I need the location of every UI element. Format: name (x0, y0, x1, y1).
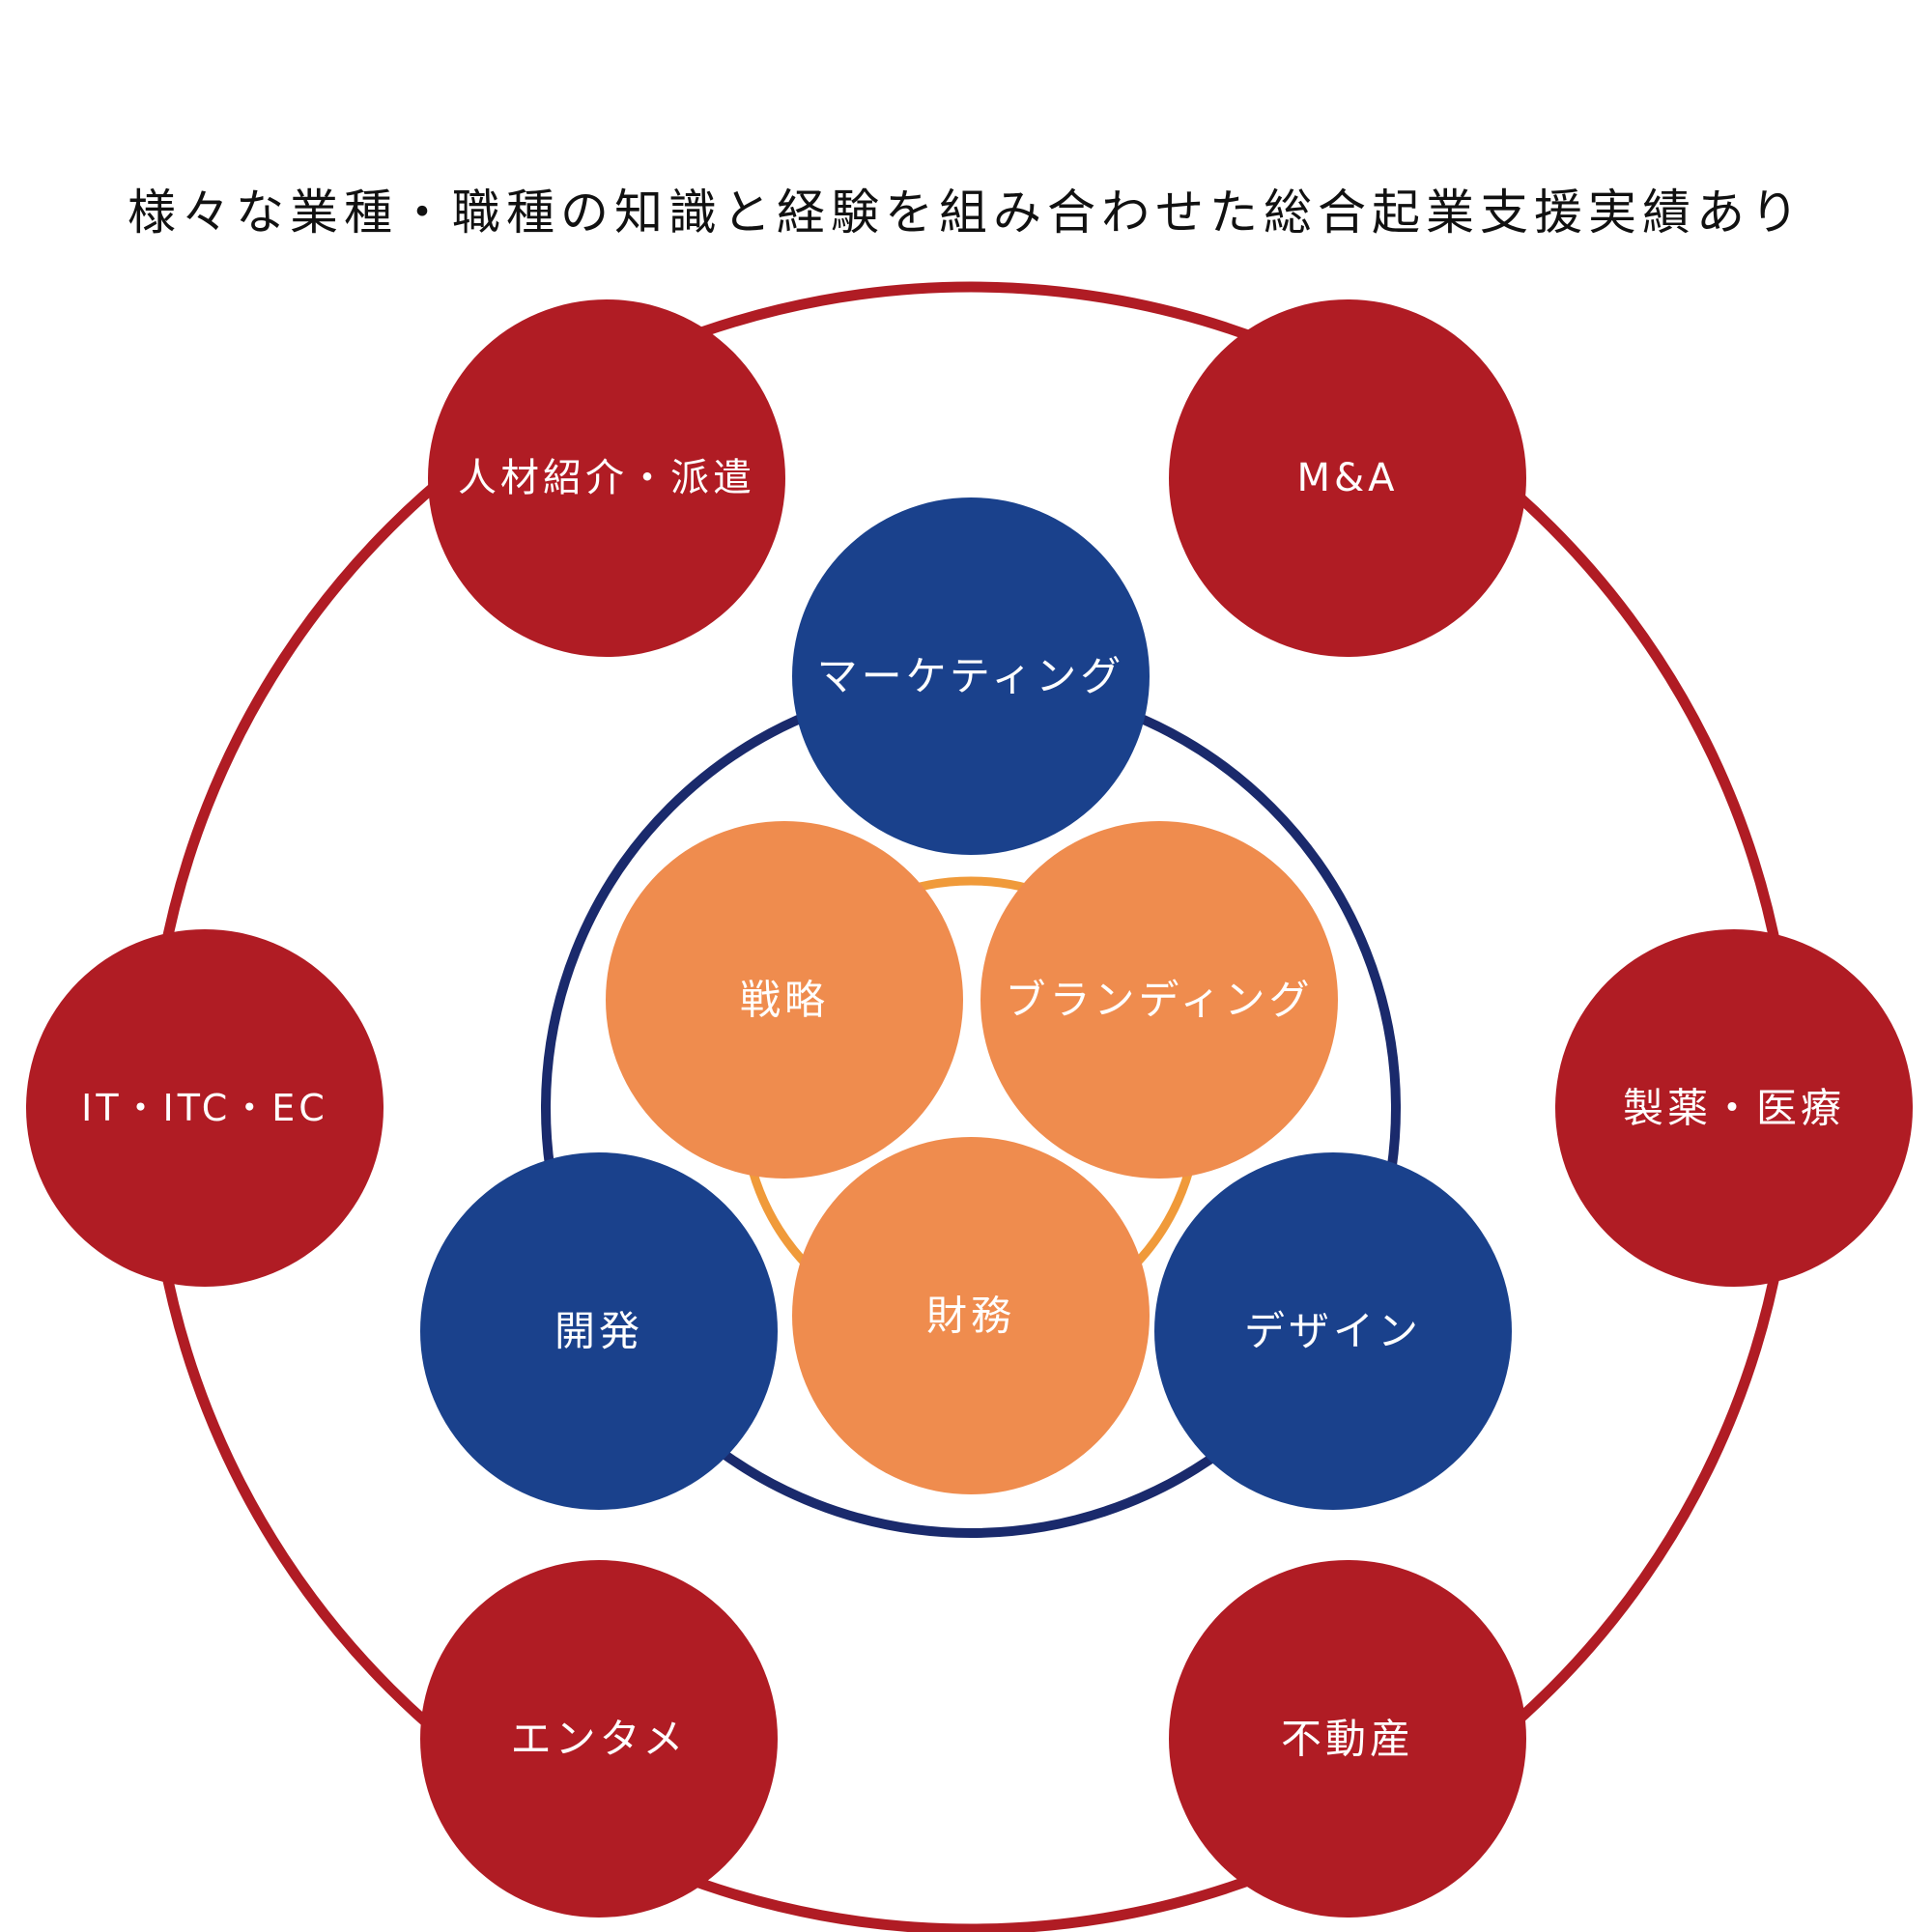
middle-node: 開発 (420, 1152, 778, 1510)
outer-circle (26, 929, 384, 1287)
inner-circle (980, 821, 1338, 1179)
inner-node: 財務 (792, 1137, 1150, 1494)
middle-circle (420, 1152, 778, 1510)
inner-label: 財務 (926, 1293, 1015, 1340)
outer-node: M&A (1169, 299, 1526, 657)
inner-label: ブランディング (1005, 977, 1313, 1024)
outer-label: エンタメ (511, 1716, 688, 1763)
outer-node: 製薬・医療 (1555, 929, 1913, 1287)
outer-node: 不動産 (1169, 1560, 1526, 1918)
middle-circle (1154, 1152, 1512, 1510)
outer-label: M&A (1296, 456, 1398, 500)
inner-circle (606, 821, 963, 1179)
outer-node: IT・ITC・EC (26, 929, 384, 1287)
outer-label: IT・ITC・EC (81, 1087, 328, 1129)
middle-node: マーケティング (792, 497, 1150, 855)
middle-label: マーケティング (817, 653, 1125, 700)
middle-node: デザイン (1154, 1152, 1512, 1510)
middle-label: 開発 (554, 1308, 643, 1355)
outer-node: 人材紹介・派遣 (428, 299, 785, 657)
outer-label: 製薬・医療 (1623, 1085, 1845, 1132)
outer-circle (1169, 299, 1526, 657)
outer-label: 人材紹介・派遣 (458, 456, 755, 500)
inner-node: 戦略 (606, 821, 963, 1179)
outer-circle (420, 1560, 778, 1918)
diagram-title: 様々な業種・職種の知識と経験を組み合わせた総合起業支援実績あり (128, 185, 1804, 241)
outer-circle (1169, 1560, 1526, 1918)
middle-circle (792, 497, 1150, 855)
outer-label: 不動産 (1281, 1716, 1414, 1763)
outer-node: エンタメ (420, 1560, 778, 1918)
outer-circle (428, 299, 785, 657)
middle-label: デザイン (1244, 1308, 1422, 1355)
inner-circle (792, 1137, 1150, 1494)
inner-node: ブランディング (980, 821, 1338, 1179)
outer-circle (1555, 929, 1913, 1287)
inner-label: 戦略 (740, 977, 829, 1024)
